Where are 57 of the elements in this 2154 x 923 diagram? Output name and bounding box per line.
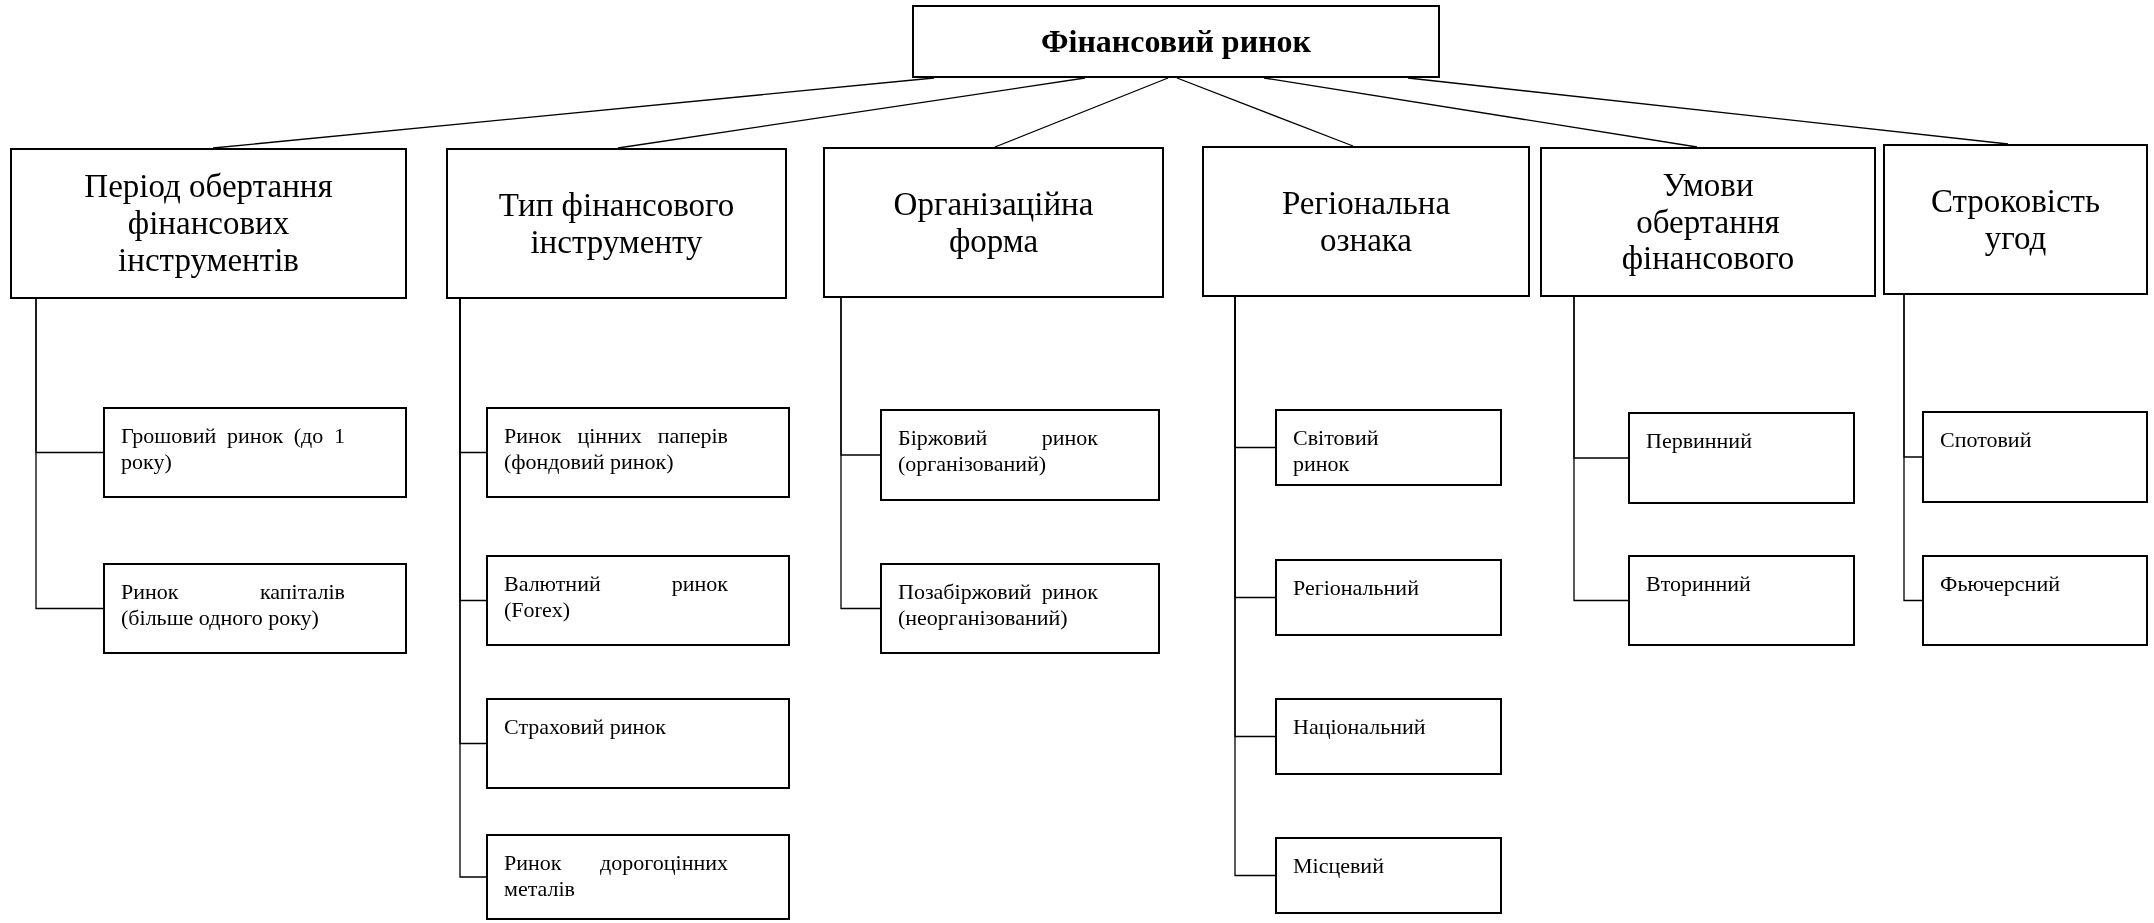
market-type-box (1628, 412, 1855, 504)
market-type-label: Вторинний (1646, 571, 1752, 598)
market-type-label: Спотовий (1940, 427, 2033, 454)
title-text: Фінансовий ринок (1041, 23, 1311, 60)
market-type-label: Ринок капіталів (більше одного року) (121, 579, 345, 632)
category-label: Умови обертання фінансового (1620, 166, 1796, 278)
market-type-box (880, 563, 1160, 654)
connector-line (1573, 296, 1629, 602)
market-type-box (486, 698, 790, 789)
market-type-box (1628, 555, 1855, 646)
connector-line (35, 298, 104, 610)
category-label: Організаційна форма (892, 185, 1095, 260)
market-type-label: Національний (1293, 714, 1427, 741)
category-label: Строковість угод (1929, 182, 2102, 257)
market-type-box (1922, 555, 2148, 646)
category-box (10, 148, 407, 299)
market-type-label: Валютний ринок (Forex) (504, 571, 728, 624)
connector-line (840, 297, 881, 610)
market-type-box (1275, 409, 1502, 486)
market-type-label: Грошовий ринок (до 1 року) (121, 423, 345, 476)
connector-line (1263, 77, 1698, 148)
title-box (912, 5, 1440, 78)
market-type-label: Ринок цінних паперів (фондовий ринок) (504, 423, 728, 476)
category-box (1202, 146, 1530, 297)
market-type-box (486, 407, 790, 498)
market-type-box (486, 555, 790, 646)
category-box (1540, 147, 1876, 297)
market-type-box (1922, 411, 2148, 503)
market-type-box (103, 407, 407, 498)
category-box (823, 147, 1164, 298)
connector-line (1176, 77, 1354, 147)
category-label: Регіональна ознака (1280, 184, 1452, 259)
market-type-label: Регіональний (1293, 575, 1420, 602)
market-type-label: Страховий ринок (504, 714, 667, 741)
market-type-label: Біржовий ринок (організований) (898, 425, 1098, 478)
connector-line (1234, 296, 1276, 877)
market-type-label: Фьючерсний (1940, 571, 2061, 598)
market-type-label: Первинний (1646, 428, 1753, 455)
category-box (1883, 144, 2148, 295)
category-label: Період обертання фінансових інструментів (83, 168, 334, 279)
category-label: Тип фінансового інструменту (497, 186, 736, 261)
connector-line (459, 298, 487, 878)
market-type-box (880, 409, 1160, 501)
category-box (446, 148, 787, 299)
connector-line (1407, 77, 2009, 145)
market-type-box (103, 563, 407, 654)
market-type-box (1275, 559, 1502, 636)
market-type-box (486, 834, 790, 920)
connector-line (1903, 294, 1923, 602)
connector-line (994, 77, 1169, 148)
connector-line (617, 77, 1086, 149)
market-type-label: Світовий ринок (1293, 425, 1380, 478)
market-type-box (1275, 698, 1502, 775)
market-type-label: Ринок дорогоцінних металів (504, 850, 728, 903)
market-type-box (1275, 837, 1502, 914)
market-type-label: Позабіржовий ринок (неорганізований) (898, 579, 1098, 632)
market-type-label: Місцевий (1293, 853, 1385, 880)
